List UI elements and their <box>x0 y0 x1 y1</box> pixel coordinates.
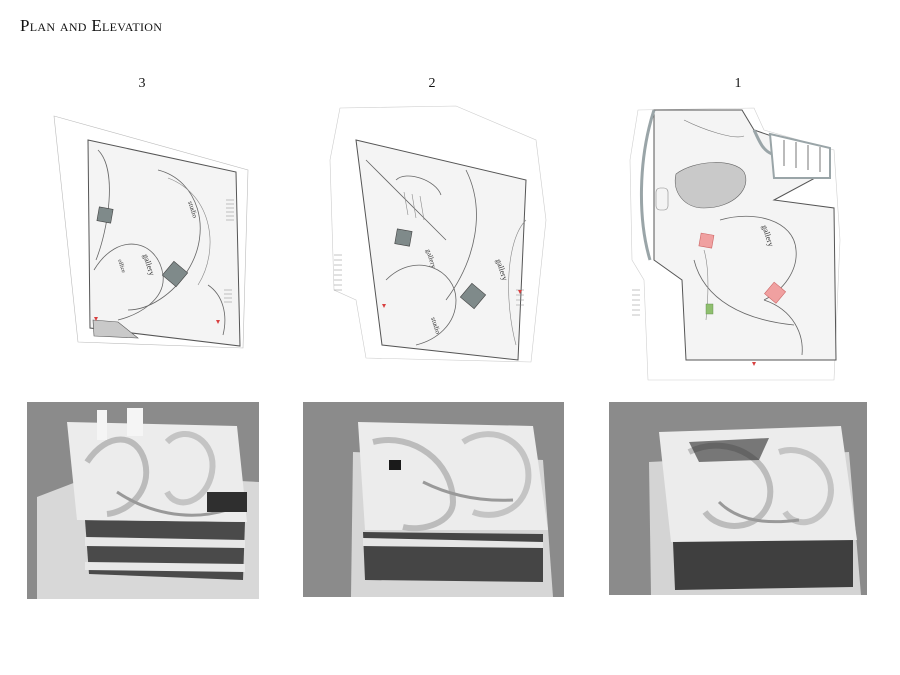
floor-plan-level-3: gallery office studio <box>48 110 258 355</box>
room-label-office: office <box>116 258 127 274</box>
model-photo-level-2 <box>303 402 564 597</box>
model-photo-level-1 <box>609 402 867 595</box>
model-photo-level-3 <box>27 402 259 599</box>
level-1-label: 1 <box>734 76 742 91</box>
level-2-label: 2 <box>428 76 436 91</box>
floor-plan-level-1: gallery <box>624 100 846 382</box>
page-title: Plan and Elevation <box>20 16 163 35</box>
floor-plan-level-2: gallery gallery studio <box>326 100 548 370</box>
level-3-label: 3 <box>138 76 146 91</box>
